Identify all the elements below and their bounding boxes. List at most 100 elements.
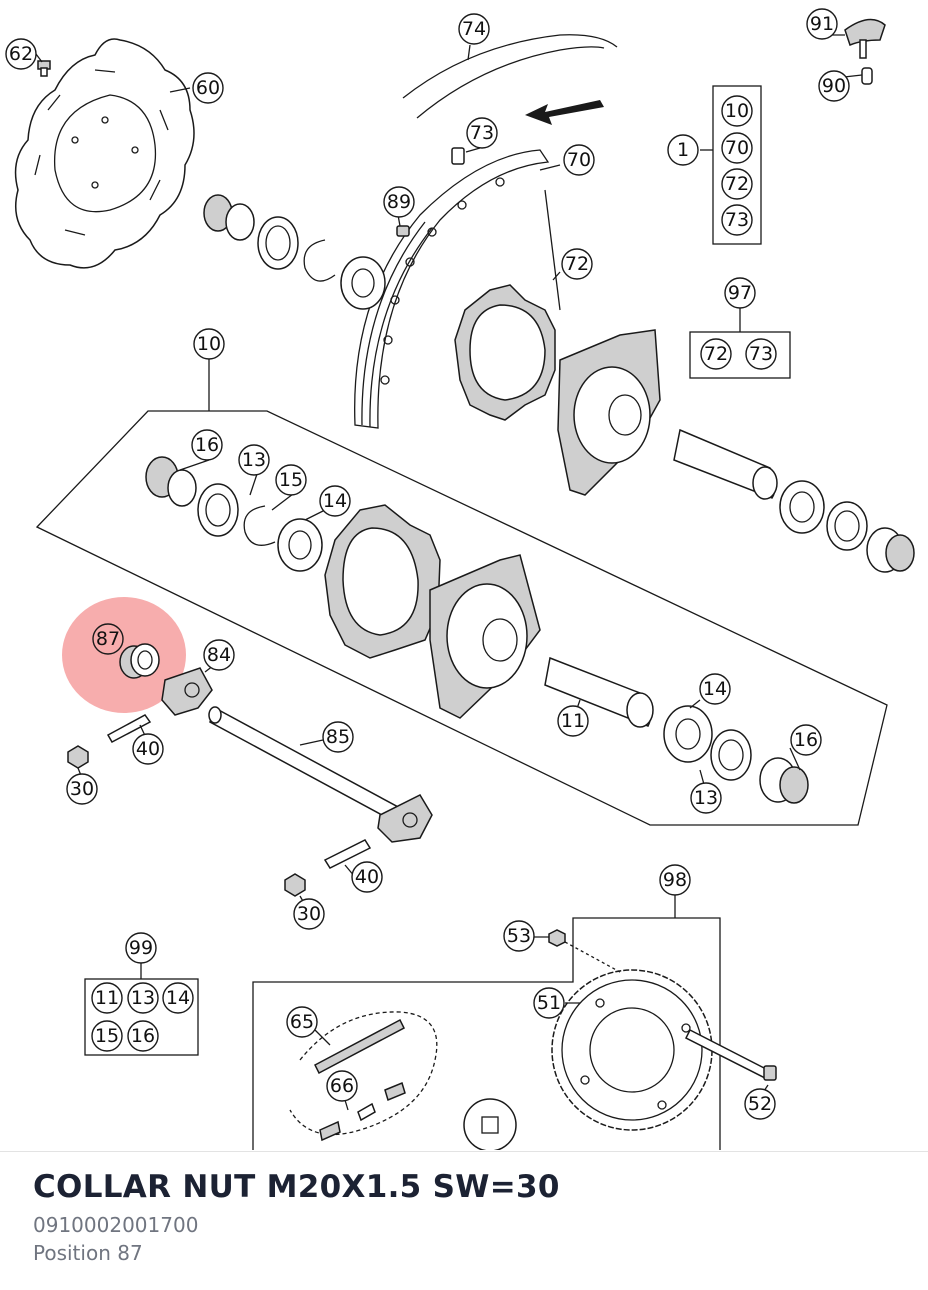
chain[interactable] [289, 1011, 438, 1142]
callout-13[interactable]: 13 [238, 444, 270, 476]
divider [0, 1151, 928, 1152]
seal-top-right[interactable] [826, 501, 868, 551]
callout-85[interactable]: 85 [322, 721, 354, 753]
bearing-top[interactable] [340, 256, 386, 310]
callout-99-16[interactable]: 16 [127, 1020, 159, 1052]
callout-11[interactable]: 11 [557, 705, 589, 737]
bearing-kit[interactable] [277, 518, 323, 572]
callout-90[interactable]: 90 [818, 70, 850, 102]
callout-99-15[interactable]: 15 [91, 1020, 123, 1052]
callout-91[interactable]: 91 [806, 8, 838, 40]
svg-text:72: 72 [565, 253, 589, 275]
circlip-kit[interactable] [243, 505, 276, 546]
adjuster-bolt-right[interactable] [323, 839, 372, 869]
hub-kit[interactable] [324, 504, 541, 719]
callout-84[interactable]: 84 [203, 639, 235, 671]
svg-text:16: 16 [794, 729, 818, 751]
callout-16-b[interactable]: 16 [790, 724, 822, 756]
axle-spacer-top[interactable] [673, 428, 778, 500]
callout-14-b[interactable]: 14 [699, 673, 731, 705]
svg-text:87: 87 [96, 628, 120, 650]
sprocket-nut[interactable] [548, 929, 621, 973]
hub-assembly-top[interactable] [454, 284, 661, 496]
callout-98[interactable]: 98 [659, 864, 691, 896]
svg-text:16: 16 [195, 434, 219, 456]
sprocket-kit-outline [252, 917, 721, 1150]
callout-99-13[interactable]: 13 [127, 982, 159, 1014]
callout-1[interactable]: 1 [667, 134, 699, 166]
callout-1-10[interactable]: 10 [721, 95, 753, 127]
brake-disc[interactable] [14, 38, 195, 269]
valve-cap[interactable] [844, 18, 886, 59]
chain-adjuster-right[interactable] [377, 794, 433, 843]
callout-74[interactable]: 74 [458, 13, 490, 45]
callout-1-72[interactable]: 72 [721, 168, 753, 200]
nut-right[interactable] [284, 873, 306, 897]
svg-text:65: 65 [290, 1011, 314, 1033]
callout-99-14[interactable]: 14 [162, 982, 194, 1014]
callout-97-73[interactable]: 73 [745, 338, 777, 370]
callout-13-b[interactable]: 13 [690, 782, 722, 814]
callout-1-73[interactable]: 73 [721, 204, 753, 236]
callout-60[interactable]: 60 [192, 72, 224, 104]
callout-10[interactable]: 10 [193, 328, 225, 360]
nut-left[interactable] [67, 745, 89, 769]
svg-text:40: 40 [355, 866, 379, 888]
spacer-kit-right[interactable] [759, 757, 809, 804]
callout-1-70[interactable]: 70 [721, 132, 753, 164]
callout-62[interactable]: 62 [5, 38, 37, 70]
front-sprocket[interactable] [463, 1098, 517, 1150]
spoke-nipple[interactable] [451, 147, 465, 165]
callout-40-b[interactable]: 40 [351, 861, 383, 893]
callout-14[interactable]: 14 [319, 485, 351, 517]
part-title: COLLAR NUT M20X1.5 SW=30 [33, 1169, 560, 1205]
collar-nut[interactable] [119, 643, 160, 679]
shaft-seal-top[interactable] [257, 216, 299, 270]
callout-40[interactable]: 40 [132, 733, 164, 765]
callout-99[interactable]: 99 [125, 932, 157, 964]
sprocket-bolt[interactable] [684, 1028, 777, 1081]
seal-kit-right[interactable] [710, 729, 752, 781]
callout-52[interactable]: 52 [744, 1088, 776, 1120]
kit-box-1 [712, 85, 762, 245]
axle-spacer-kit[interactable] [544, 656, 654, 728]
disc-bolt[interactable] [37, 60, 51, 77]
spacer-top[interactable] [203, 194, 255, 241]
spoke[interactable] [544, 189, 561, 311]
callout-99-11[interactable]: 11 [91, 982, 123, 1014]
svg-text:73: 73 [470, 122, 494, 144]
chain-adjuster-left[interactable] [161, 667, 213, 716]
rim-lock[interactable] [396, 225, 410, 237]
circlip-top[interactable] [303, 239, 336, 282]
direction-arrow [525, 100, 604, 125]
rear-sprocket[interactable] [551, 969, 713, 1131]
callout-72[interactable]: 72 [561, 248, 593, 280]
callout-70[interactable]: 70 [563, 144, 595, 176]
callout-97-72[interactable]: 72 [700, 338, 732, 370]
spacer-top-right[interactable] [866, 527, 915, 573]
bearing-kit-right[interactable] [663, 705, 713, 763]
callout-97[interactable]: 97 [724, 277, 756, 309]
callout-30[interactable]: 30 [66, 773, 98, 805]
adjuster-bolt-left[interactable] [106, 714, 152, 744]
callout-16[interactable]: 16 [191, 429, 223, 461]
callout-65[interactable]: 65 [286, 1006, 318, 1038]
callout-73[interactable]: 73 [466, 117, 498, 149]
callout-30-b[interactable]: 30 [293, 898, 325, 930]
callout-15[interactable]: 15 [275, 464, 307, 496]
wheel-axle[interactable] [208, 706, 410, 823]
callout-87[interactable]: 87 [92, 623, 124, 655]
tire[interactable] [402, 34, 618, 119]
callout-51[interactable]: 51 [533, 987, 565, 1019]
callout-53[interactable]: 53 [503, 920, 535, 952]
svg-text:70: 70 [725, 137, 749, 159]
svg-text:60: 60 [196, 77, 220, 99]
shaft-seal-kit[interactable] [197, 483, 239, 537]
callout-89[interactable]: 89 [383, 186, 415, 218]
bearing-top-right[interactable] [779, 480, 825, 534]
callout-66[interactable]: 66 [326, 1070, 358, 1102]
svg-text:13: 13 [242, 449, 266, 471]
svg-text:16: 16 [131, 1025, 155, 1047]
valve-insert[interactable] [861, 67, 873, 85]
spacer-kit[interactable] [145, 456, 197, 507]
